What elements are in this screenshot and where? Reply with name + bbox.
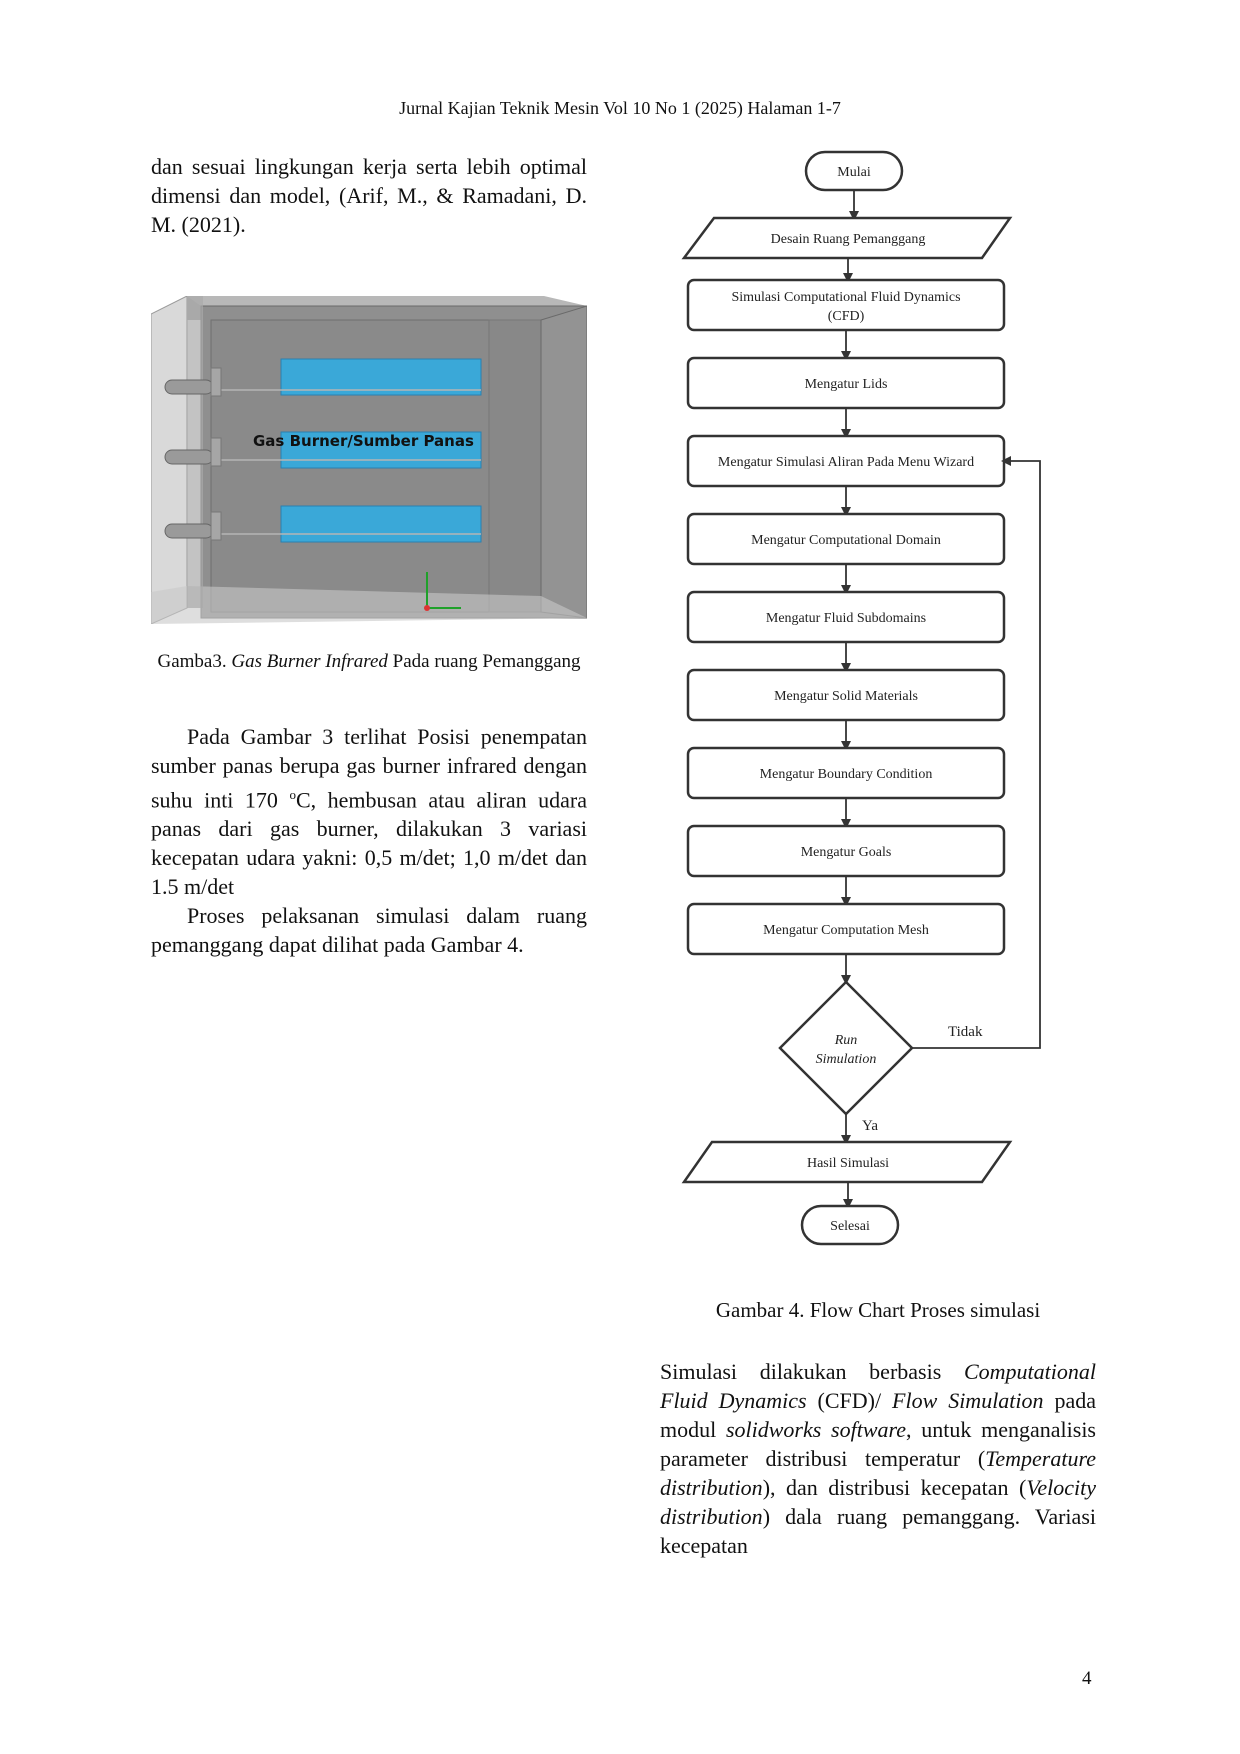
output-parallelogram	[681, 1140, 1013, 1184]
step-solids-label: Mengatur Solid Materials	[774, 689, 918, 704]
yes-label: Ya	[862, 1118, 878, 1134]
decision-label-line1: Run	[834, 1033, 858, 1048]
page-number: 4	[1082, 1668, 1092, 1689]
step-cfd-label-line2: (CFD)	[828, 309, 865, 324]
figure-4-caption: Gambar 4. Flow Chart Proses simulasi	[715, 1298, 1041, 1322]
no-label: Tidak	[948, 1024, 983, 1040]
step-lids-label: Mengatur Lids	[805, 377, 888, 392]
flowchart-figure: Mulai Desain Ruang Pemanggang Simulasi C…	[680, 150, 1080, 1280]
step-goals-label: Mengatur Goals	[801, 845, 892, 860]
figure-3-caption: Gamba3. Gas Burner Infrared Pada ruang P…	[157, 651, 581, 672]
burner-label: Gas Burner/Sumber Panas	[253, 432, 474, 450]
intro-paragraph: dan sesuai lingkungan kerja serta lebih …	[151, 154, 587, 237]
paragraph-process: Proses pelaksanan simulasi dalam ruang p…	[151, 903, 587, 958]
output-label: Hasil Simulasi	[807, 1156, 889, 1171]
figure-3-image: Gas Burner/Sumber Panas	[150, 295, 588, 625]
step-cfd-label-line1: Simulasi Computational Fluid Dynamics	[731, 290, 960, 305]
input-parallelogram	[681, 216, 1013, 260]
decision-diamond	[778, 980, 914, 1116]
paragraph-simulation: Simulasi dilakukan berbasis Computationa…	[660, 1359, 1096, 1558]
step-subdomains-label: Mengatur Fluid Subdomains	[766, 611, 926, 626]
input-label: Desain Ruang Pemanggang	[771, 232, 926, 247]
end-terminal	[800, 1204, 900, 1246]
step-domain-label: Mengatur Computational Domain	[751, 533, 941, 548]
start-label: Mulai	[837, 165, 871, 180]
step-wizard-label: Mengatur Simulasi Aliran Pada Menu Wizar…	[718, 455, 974, 470]
step-boundary-label: Mengatur Boundary Condition	[760, 767, 933, 782]
decision-label-line2: Simulation	[816, 1052, 877, 1067]
journal-header: Jurnal Kajian Teknik Mesin Vol 10 No 1 (…	[399, 98, 841, 118]
end-label: Selesai	[830, 1219, 870, 1234]
paragraph-figure3-description: Pada Gambar 3 terlihat Posisi penempatan…	[151, 724, 587, 900]
step-mesh-label: Mengatur Computation Mesh	[763, 923, 929, 938]
